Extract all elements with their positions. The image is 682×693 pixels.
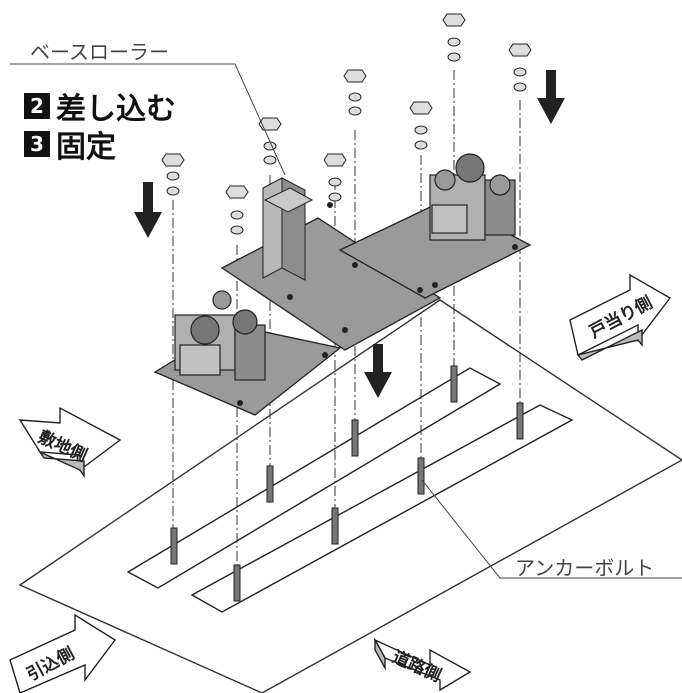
- base-roller-label: ベースローラー: [30, 40, 169, 64]
- ground-plane: [18, 299, 682, 693]
- anchor-bolt: [417, 457, 425, 495]
- step-fix: 3 固定: [24, 122, 116, 166]
- roller-assembly-right: [429, 153, 516, 241]
- step-number-badge: 3: [24, 131, 50, 157]
- anchor-bolt: [266, 465, 274, 503]
- anchor-bolt: [450, 365, 458, 403]
- direction-arrow-door: [569, 273, 672, 361]
- direction-arrow-pull: [9, 613, 117, 693]
- arrow-down-icon: [364, 344, 392, 398]
- direction-arrow-road: [373, 637, 472, 692]
- direction-arrow-site: [18, 406, 122, 479]
- anchor-bolt: [233, 564, 241, 602]
- guide-post: [262, 177, 314, 281]
- plate-holes: [237, 202, 518, 406]
- fastener-stack: [508, 43, 532, 92]
- fastener-stack: [442, 13, 466, 62]
- step-text: 固定: [56, 130, 116, 165]
- roller-assembly-left: [174, 290, 266, 381]
- anchor-bolt: [516, 402, 524, 440]
- arrow-down-icon: [134, 182, 162, 238]
- anchor-bolt-leader: [421, 479, 682, 579]
- anchor-bolt: [170, 527, 178, 565]
- anchor-bolt: [331, 507, 339, 545]
- down-arrows: [134, 70, 565, 398]
- step-number-badge: 2: [24, 93, 50, 119]
- step-text: 差し込む: [56, 92, 176, 127]
- fastener-stack: [161, 153, 185, 196]
- anchor-bolt-label: アンカーボルト: [515, 556, 655, 580]
- arrow-down-icon: [537, 70, 565, 124]
- fastener-stack: [343, 69, 367, 116]
- fastener-stack: [225, 185, 249, 235]
- fastener-stack: [409, 101, 433, 150]
- anchor-bolt: [351, 419, 359, 457]
- step-insert: 2 差し込む: [24, 84, 176, 128]
- fastener-stack: [323, 153, 347, 202]
